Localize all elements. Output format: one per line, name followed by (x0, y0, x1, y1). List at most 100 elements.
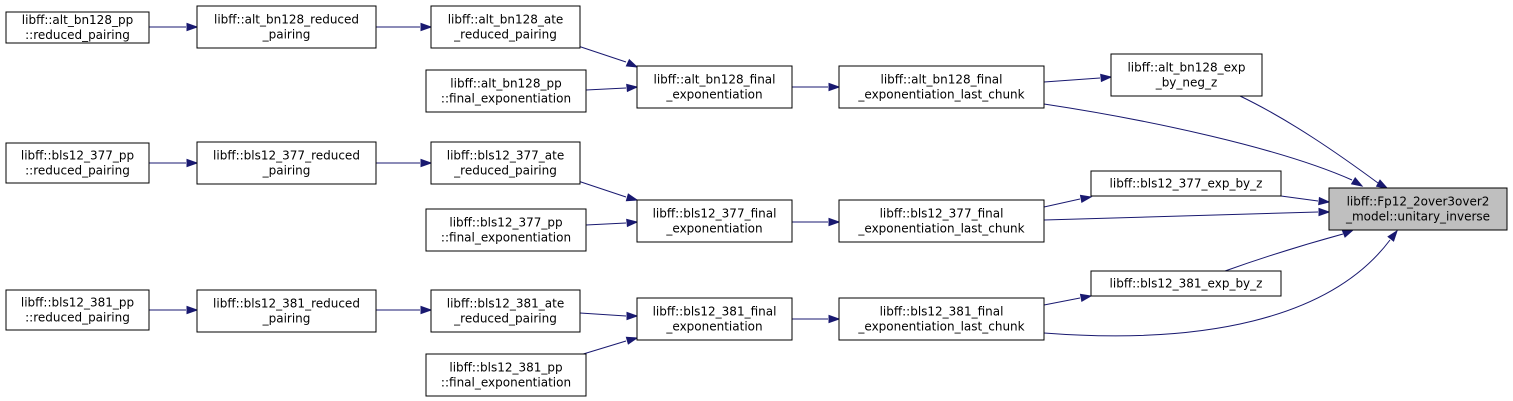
node-label-line: _exponentiation_last_chunk (857, 88, 1024, 102)
node-box (1328, 187, 1508, 231)
node-altPPFinal[interactable]: libff::alt_bn128_pp::final_exponentiatio… (425, 69, 587, 113)
edge-line (1280, 195, 1319, 202)
node-label-line: libff::Fp12_2over3over2 (1347, 195, 1490, 209)
node-b381Red[interactable]: libff::bls12_381_reduced_pairing (196, 289, 377, 333)
edge-line (1239, 95, 1379, 184)
arrowhead-icon (1341, 229, 1355, 238)
node-label-line: _pairing (262, 312, 311, 326)
node-label-line: _pairing (262, 28, 311, 42)
node-b377Final[interactable]: libff::bls12_377_final_exponentiation (636, 199, 793, 243)
edge-altPPFinal-to-altFinal (585, 83, 639, 93)
node-altRed[interactable]: libff::alt_bn128_reduced_pairing (196, 5, 377, 49)
edge-line (585, 222, 627, 226)
node-label-line: libff::bls12_381_ate (447, 297, 564, 311)
edge-b381Exp-to-focus (1224, 229, 1355, 272)
node-box (5, 11, 150, 44)
node-label-line: libff::alt_bn128_pp (450, 77, 561, 91)
node-label-line: libff::bls12_377_pp (449, 216, 562, 230)
edge-line (1224, 233, 1344, 272)
node-label-line: libff::bls12_377_ate (447, 149, 564, 163)
arrowhead-icon (1350, 177, 1364, 187)
edge-b377PPRed-to-b377Red (149, 158, 199, 168)
node-focus-function[interactable]: libff::Fp12_2over3over2_model::unitary_i… (1328, 187, 1508, 231)
edge-line (1043, 103, 1353, 181)
node-label-line: ::final_exponentiation (441, 376, 571, 390)
node-altAte[interactable]: libff::alt_bn128_ate_reduced_pairing (430, 5, 581, 49)
node-altFinal[interactable]: libff::alt_bn128_final_exponentiation (636, 65, 793, 109)
node-b377Last[interactable]: libff::bls12_377_final_exponentiation_la… (838, 199, 1045, 243)
node-label-line: _exponentiation (665, 320, 762, 334)
node-label-line: libff::alt_bn128_ate (448, 13, 564, 27)
edges-layer (149, 22, 1398, 356)
node-box (196, 5, 377, 49)
node-label-line: _reduced_pairing (453, 312, 557, 326)
node-label-line: ::reduced_pairing (25, 311, 130, 325)
edge-altExp-to-focus (1239, 95, 1389, 189)
node-box (5, 142, 150, 184)
node-box (425, 208, 587, 252)
node-b377PPRed[interactable]: libff::bls12_377_pp::reduced_pairing (5, 142, 150, 184)
node-label-line: ::final_exponentiation (441, 92, 571, 106)
arrowhead-icon (626, 311, 639, 321)
node-label-line: libff::bls12_377_final (653, 207, 777, 221)
arrowhead-icon (626, 83, 639, 93)
edge-b377Last-to-b377Exp (1043, 194, 1093, 208)
arrowhead-icon (1318, 196, 1331, 206)
edge-altLast-to-focus (1043, 103, 1364, 187)
arrowhead-icon (625, 336, 639, 345)
arrowhead-icon (1318, 207, 1331, 217)
node-box (636, 65, 793, 109)
node-label-line: _model::unitary_inverse (1345, 210, 1490, 224)
node-b377Ate[interactable]: libff::bls12_377_ate_reduced_pairing (430, 141, 581, 185)
node-b377Exp[interactable]: libff::bls12_377_exp_by_z (1090, 170, 1282, 197)
node-label-line: _reduced_pairing (453, 28, 557, 42)
node-box (838, 199, 1045, 243)
node-b381Ate[interactable]: libff::bls12_381_ate_reduced_pairing (430, 289, 581, 333)
node-altExp[interactable]: libff::alt_bn128_exp_by_neg_z (1110, 53, 1263, 97)
arrowhead-icon (625, 193, 639, 202)
node-label-line: libff::bls12_381_pp (21, 296, 134, 310)
node-altPPRed[interactable]: libff::alt_bn128_pp::reduced_pairing (5, 11, 150, 44)
arrowhead-icon (1375, 179, 1389, 189)
node-box (430, 289, 581, 333)
node-label-line: _exponentiation_last_chunk (857, 320, 1024, 334)
node-b381Exp[interactable]: libff::bls12_381_exp_by_z (1090, 270, 1282, 297)
edge-b377Last-to-focus (1043, 207, 1331, 221)
edge-b377Exp-to-focus (1280, 195, 1331, 206)
node-box (1090, 170, 1282, 197)
edge-line (579, 312, 627, 317)
node-b381PPRed[interactable]: libff::bls12_381_pp::reduced_pairing (5, 289, 150, 331)
node-box (838, 297, 1045, 341)
edge-line (579, 340, 627, 356)
arrowhead-icon (828, 217, 841, 227)
node-label-line: libff::bls12_381_final (653, 305, 777, 319)
edge-altRed-to-altAte (376, 22, 433, 32)
node-box (838, 65, 1045, 109)
node-b377Red[interactable]: libff::bls12_377_reduced_pairing (196, 141, 377, 185)
node-label-line: ::reduced_pairing (25, 28, 130, 42)
arrowhead-icon (1387, 229, 1398, 242)
edge-line (577, 45, 627, 63)
node-label-line: _exponentiation_last_chunk (857, 222, 1024, 236)
node-b377PPFinal[interactable]: libff::bls12_377_pp::final_exponentiatio… (425, 208, 587, 252)
node-label-line: _exponentiation (665, 222, 762, 236)
node-label-line: libff::alt_bn128_pp (22, 13, 133, 27)
node-b381PPFinal[interactable]: libff::bls12_381_pp::final_exponentiatio… (425, 353, 587, 397)
node-b381Final[interactable]: libff::bls12_381_final_exponentiation (636, 297, 793, 341)
node-label-line: _exponentiation (665, 88, 762, 102)
edge-b377Final-to-b377Last (792, 217, 841, 227)
edge-altLast-to-altExp (1043, 73, 1113, 83)
node-box (1110, 53, 1263, 97)
node-box (196, 289, 377, 333)
node-label-line: libff::bls12_377_exp_by_z (1110, 177, 1263, 191)
node-box (1090, 270, 1282, 297)
node-label-line: libff::alt_bn128_final (880, 73, 1002, 87)
node-label-line: libff::bls12_381_final (880, 305, 1004, 319)
arrowhead-icon (1100, 73, 1113, 83)
nodes-layer: libff::Fp12_2over3over2_model::unitary_i… (5, 5, 1508, 397)
node-label-line: libff::bls12_381_pp (449, 361, 562, 375)
arrowhead-icon (828, 314, 841, 324)
node-b381Last[interactable]: libff::bls12_381_final_exponentiation_la… (838, 297, 1045, 341)
node-altLast[interactable]: libff::alt_bn128_final_exponentiation_la… (838, 65, 1045, 109)
